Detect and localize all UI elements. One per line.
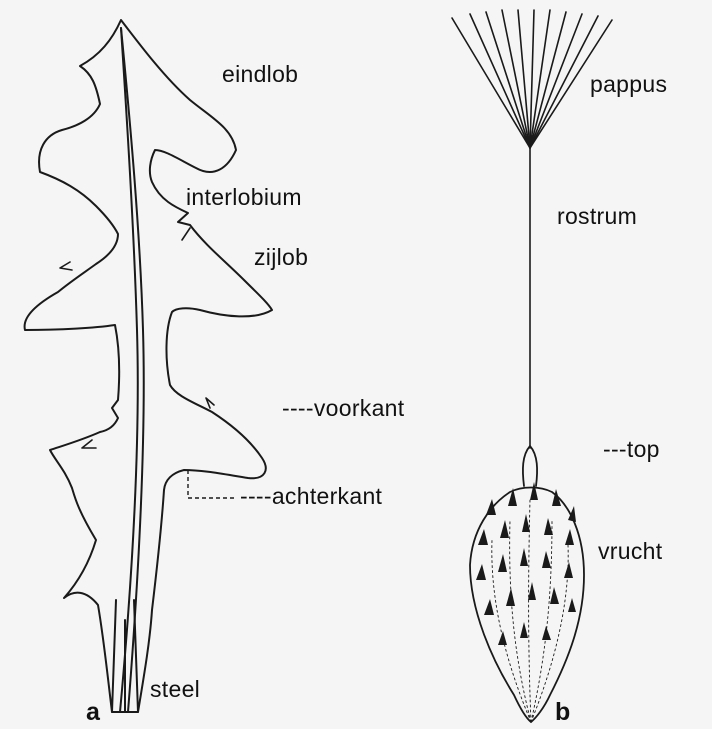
- fruit-spines: [476, 482, 576, 645]
- label-eindlob: eindlob: [222, 63, 298, 86]
- pappus-bristles: [452, 10, 612, 148]
- label-steel: steel: [150, 678, 200, 701]
- label-achterkant: ----achterkant: [240, 485, 382, 508]
- label-pappus: pappus: [590, 73, 667, 96]
- label-vrucht: vrucht: [598, 540, 662, 563]
- label-interlobium: interlobium: [186, 186, 302, 209]
- leaf-drawing: [25, 20, 272, 712]
- panel-label-b: b: [555, 700, 570, 725]
- label-voorkant: ----voorkant: [282, 397, 404, 420]
- fruit-top: [523, 446, 537, 486]
- label-rostrum: rostrum: [557, 205, 637, 228]
- leaf-outline: [25, 20, 272, 712]
- leaf-midrib: [121, 28, 144, 712]
- label-zijlob: zijlob: [254, 246, 308, 269]
- panel-label-a: a: [86, 700, 100, 725]
- stem-lines: [112, 600, 138, 712]
- label-top: ---top: [603, 438, 660, 461]
- fruit-drawing: [452, 10, 612, 722]
